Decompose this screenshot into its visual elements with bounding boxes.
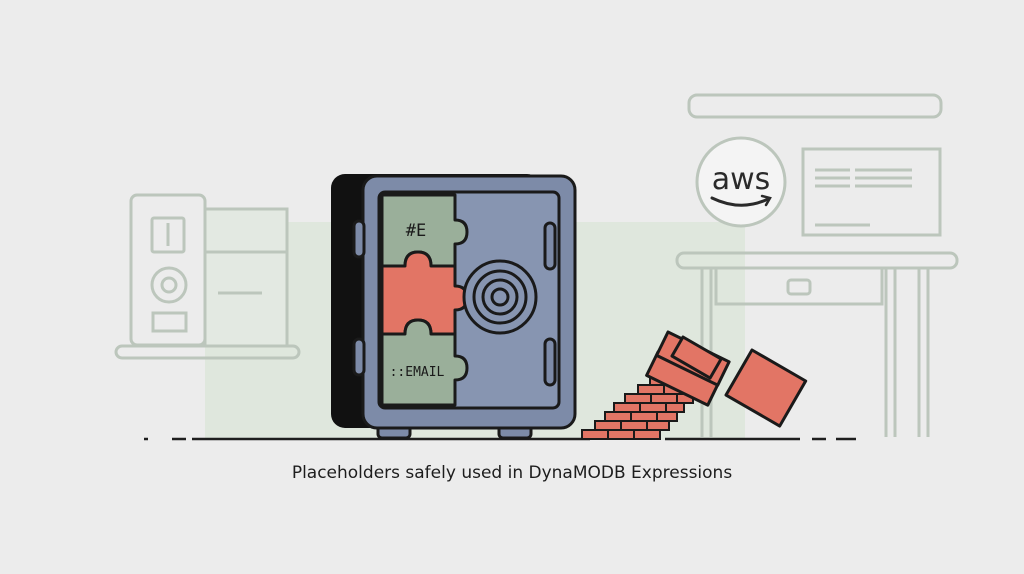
falling-blocks <box>645 330 808 428</box>
left-device-outline <box>114 193 301 360</box>
safe: #E ::EMAIL <box>331 174 577 440</box>
safe-hinge-right-top <box>543 221 557 271</box>
caption: Placeholders safely used in DynaMODB Exp… <box>291 463 733 483</box>
aws-logo: aws <box>695 136 787 228</box>
safe-hinge-left-bottom <box>352 337 366 377</box>
safe-hinge-left-top <box>352 219 366 259</box>
puzzle-label-top: #E <box>406 221 426 241</box>
safe-hinge-right-bottom <box>543 337 557 387</box>
aws-logo-text: aws <box>712 162 771 197</box>
safe-dial <box>462 259 538 335</box>
puzzle-piece-bottom <box>380 318 469 407</box>
puzzle-label-bottom: ::EMAIL <box>390 365 445 380</box>
right-desk-outline <box>675 93 959 437</box>
